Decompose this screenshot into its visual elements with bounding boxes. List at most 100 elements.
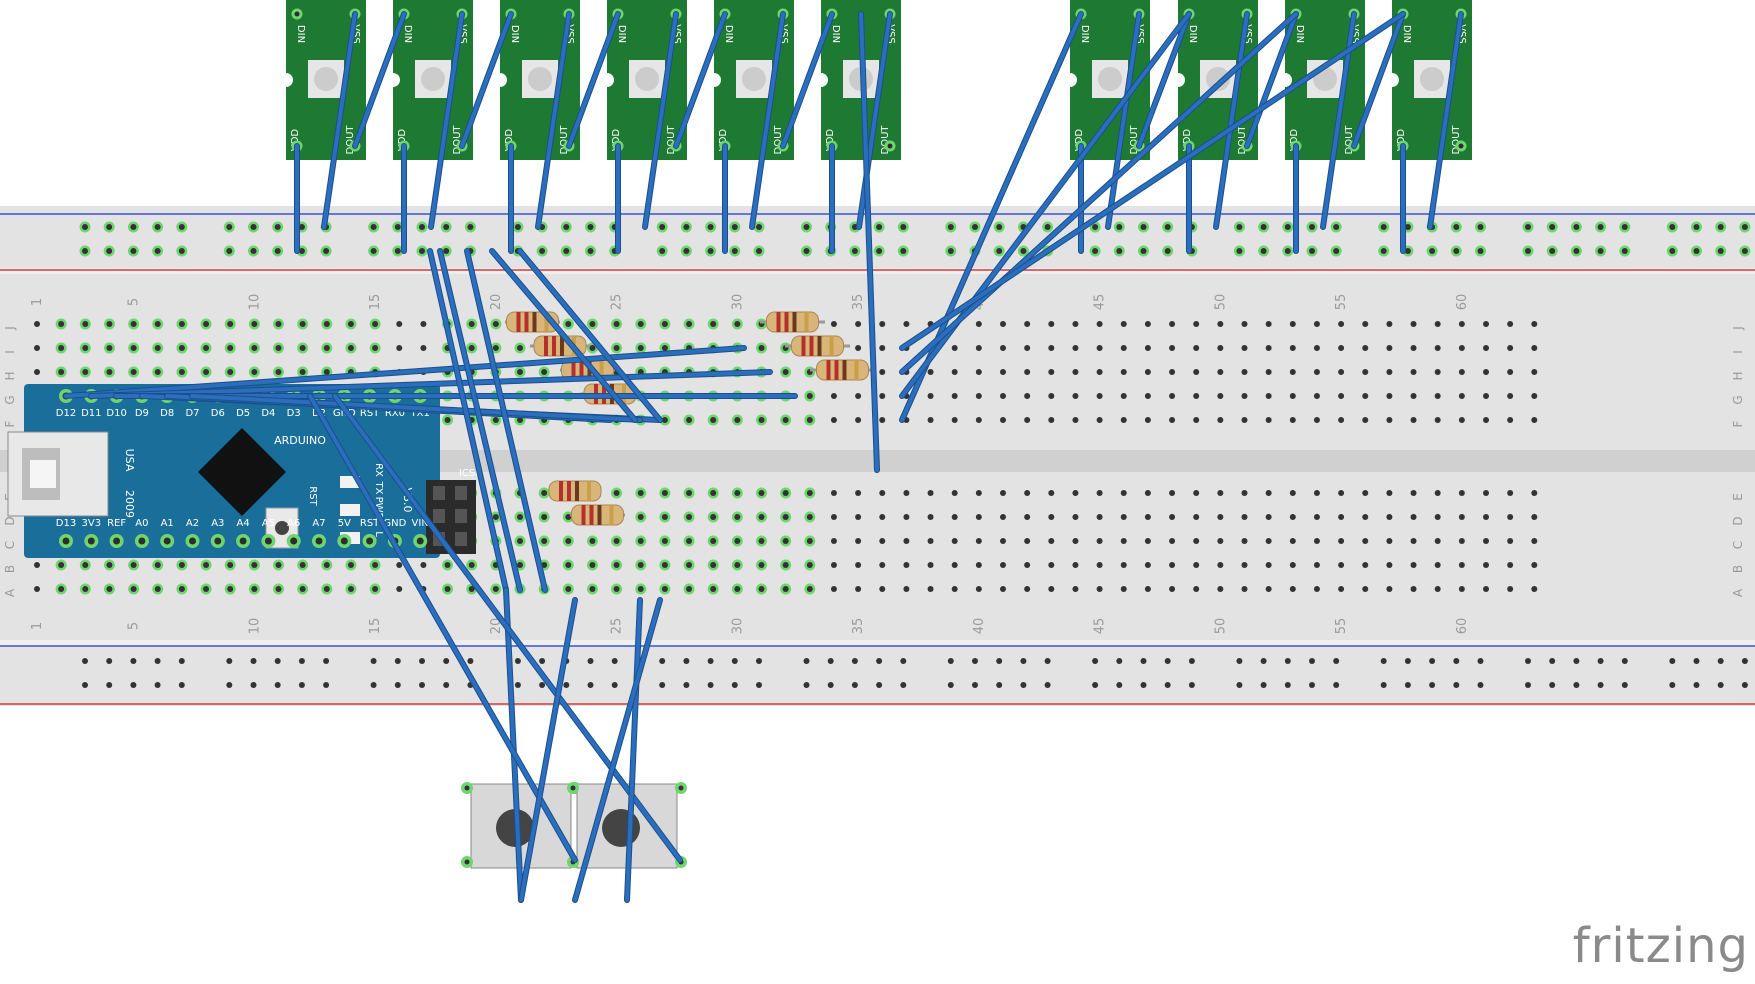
hole bbox=[1048, 490, 1055, 496]
hole bbox=[323, 369, 330, 375]
led-mount-notch bbox=[279, 73, 293, 87]
hole bbox=[1144, 393, 1151, 399]
hole bbox=[1362, 562, 1369, 568]
push-button-pin-hole bbox=[678, 785, 684, 791]
resistor-band bbox=[842, 360, 847, 380]
hole bbox=[492, 417, 499, 423]
hole bbox=[1483, 369, 1489, 375]
hole bbox=[1289, 514, 1296, 520]
led-mount-notch bbox=[1171, 73, 1185, 87]
rail-hole bbox=[370, 248, 377, 254]
hole bbox=[1458, 393, 1465, 399]
rail-hole bbox=[756, 224, 762, 230]
icsp-pin bbox=[433, 486, 445, 500]
hole bbox=[951, 514, 958, 520]
rail-hole bbox=[1333, 248, 1340, 254]
row-label-right: J bbox=[1731, 326, 1745, 331]
rail-hole bbox=[972, 224, 978, 230]
column-label-bottom: 45 bbox=[1093, 618, 1108, 635]
hole bbox=[879, 345, 886, 351]
rail-hole bbox=[250, 224, 257, 230]
arduino-pin-hole bbox=[87, 537, 95, 545]
hole bbox=[1024, 393, 1031, 399]
arduino-pin-hole bbox=[62, 537, 70, 545]
rail-hole bbox=[900, 224, 907, 230]
hole bbox=[1483, 490, 1489, 496]
hole bbox=[1410, 562, 1417, 568]
rail-hole bbox=[106, 658, 113, 664]
rail-hole bbox=[972, 682, 978, 688]
hole bbox=[1096, 562, 1103, 568]
hole bbox=[34, 345, 40, 351]
wire-core bbox=[859, 12, 879, 472]
arduino-pin-label: A6 bbox=[287, 518, 300, 529]
hole bbox=[1120, 586, 1127, 592]
arduino-rx-label: RX bbox=[373, 463, 384, 477]
hole bbox=[1386, 538, 1393, 544]
hole bbox=[1024, 514, 1031, 520]
arduino-pin-hole bbox=[113, 537, 121, 545]
rail-hole bbox=[1525, 224, 1531, 230]
icsp-pin bbox=[455, 532, 467, 546]
hole bbox=[565, 321, 572, 327]
rail-hole bbox=[323, 658, 330, 664]
rail-hole bbox=[876, 682, 883, 688]
resistor-band bbox=[571, 360, 576, 380]
hole bbox=[1120, 490, 1127, 496]
rail-hole bbox=[947, 682, 954, 688]
wire bbox=[1105, 11, 1142, 230]
rail-hole bbox=[1333, 224, 1340, 230]
push-button-pin-hole bbox=[464, 785, 470, 791]
hole bbox=[1048, 417, 1055, 423]
hole bbox=[1048, 562, 1055, 568]
column-label-top: 25 bbox=[610, 294, 625, 311]
hole bbox=[758, 514, 765, 520]
rail-hole bbox=[876, 224, 883, 230]
led-pin-label-dout: DOUT bbox=[452, 125, 463, 155]
led-pin-hole bbox=[1458, 143, 1464, 149]
hole bbox=[1048, 393, 1055, 399]
led-pin-label-dout: DOUT bbox=[1237, 125, 1248, 155]
rail-hole bbox=[1549, 682, 1556, 688]
hole bbox=[299, 369, 306, 375]
wire bbox=[780, 11, 835, 149]
hole bbox=[1048, 345, 1055, 351]
arduino-pin-hole bbox=[340, 537, 348, 545]
hole bbox=[1265, 417, 1272, 423]
rail-hole bbox=[443, 682, 450, 688]
hole bbox=[806, 490, 813, 496]
hole bbox=[396, 562, 403, 568]
hole bbox=[1024, 490, 1031, 496]
hole bbox=[275, 345, 282, 351]
rail-hole bbox=[731, 248, 738, 254]
rail-hole bbox=[394, 682, 401, 688]
hole bbox=[782, 562, 789, 568]
hole bbox=[1410, 586, 1417, 592]
rail-hole bbox=[1260, 224, 1267, 230]
wire bbox=[673, 11, 728, 149]
led-pin-label-vdd: VDD bbox=[611, 129, 622, 152]
hole bbox=[806, 538, 813, 544]
hole bbox=[1024, 369, 1031, 375]
wire bbox=[535, 11, 572, 230]
hole bbox=[1531, 369, 1538, 375]
led-pin-label-vss: VSS bbox=[564, 24, 575, 44]
rail-hole bbox=[1573, 248, 1580, 254]
hole bbox=[251, 586, 258, 592]
led-pin-label-vss: VSS bbox=[350, 24, 361, 44]
rail-hole bbox=[226, 224, 233, 230]
rail-hole bbox=[1693, 658, 1700, 664]
led-pin-label-din: DIN bbox=[616, 25, 627, 43]
hole bbox=[1289, 562, 1296, 568]
wire bbox=[518, 597, 578, 903]
hole bbox=[1217, 586, 1224, 592]
rail-hole bbox=[298, 224, 305, 230]
hole bbox=[951, 586, 958, 592]
hole bbox=[444, 417, 451, 423]
hole bbox=[1313, 562, 1320, 568]
hole bbox=[106, 562, 113, 568]
hole bbox=[1169, 321, 1176, 327]
hole bbox=[1483, 393, 1489, 399]
rail-hole bbox=[1404, 224, 1411, 230]
